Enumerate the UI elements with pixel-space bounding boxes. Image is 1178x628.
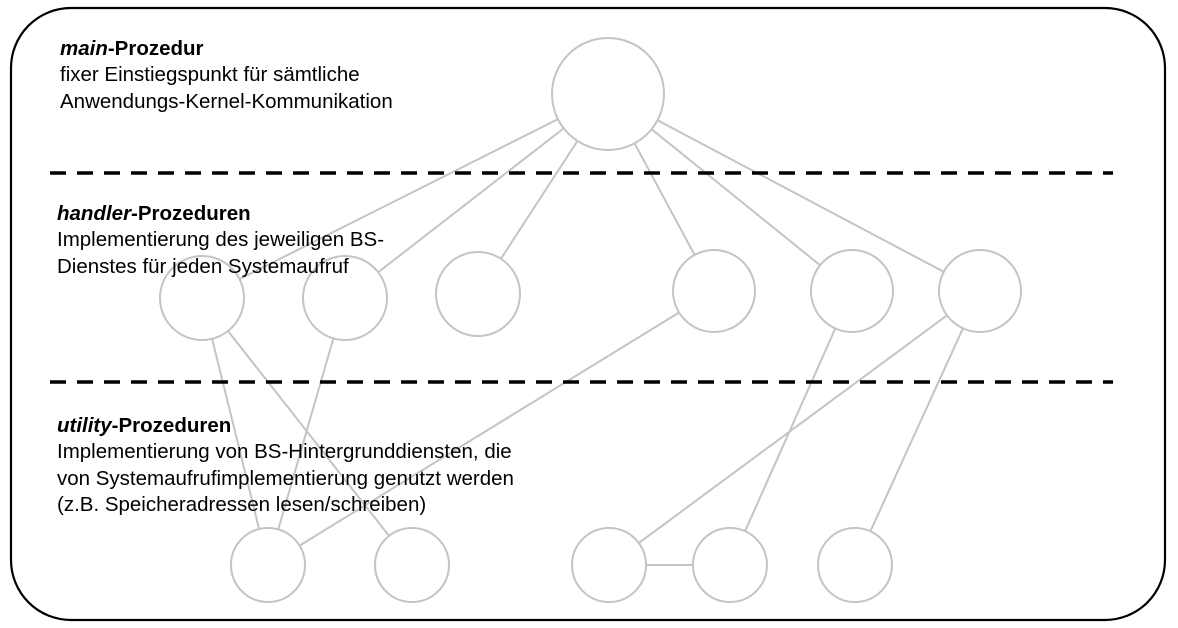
description-line: Implementierung des jeweiligen BS- bbox=[57, 228, 385, 251]
graph-node-main[interactable] bbox=[551, 37, 665, 151]
graph-node-utility[interactable] bbox=[571, 527, 647, 603]
graph-edge bbox=[638, 314, 948, 544]
graph-node-handler[interactable] bbox=[672, 249, 756, 333]
edge-group bbox=[211, 118, 964, 566]
graph-node-utility[interactable] bbox=[692, 527, 768, 603]
divider-group bbox=[50, 171, 1113, 384]
graph-edge bbox=[227, 330, 390, 537]
graph-edge bbox=[239, 118, 559, 281]
section-title-suffix-utility: -Prozeduren bbox=[111, 414, 232, 437]
graph-edge bbox=[211, 338, 261, 530]
graph-node-handler[interactable] bbox=[435, 251, 521, 337]
outer-rounded-border bbox=[9, 6, 1167, 622]
section-title-suffix-main: -Prozedur bbox=[107, 37, 204, 60]
outer-border-group bbox=[9, 6, 1167, 622]
description-line: (z.B. Speicheradressen lesen/schreiben) bbox=[57, 493, 427, 516]
section-title-handler: handler-Prozeduren bbox=[57, 201, 384, 227]
graph-edge bbox=[869, 327, 964, 532]
section-keyword-utility: utility bbox=[57, 414, 112, 437]
section-description-utility: Implementierung von BS-Hintergrunddienst… bbox=[57, 439, 514, 519]
section-title-utility: utility-Prozeduren bbox=[57, 413, 514, 439]
section-label-utility: utility-Prozeduren Implementierung von B… bbox=[57, 413, 514, 519]
graph-node-utility[interactable] bbox=[817, 527, 893, 603]
description-line: Anwendungs-Kernel-Kommunikation bbox=[60, 89, 393, 113]
graph-edge bbox=[633, 142, 696, 256]
graph-edge bbox=[500, 140, 579, 260]
section-keyword-handler: handler bbox=[57, 202, 132, 225]
graph-node-utility[interactable] bbox=[230, 527, 306, 603]
description-line: von Systemaufrufimplementierung genutzt … bbox=[57, 466, 514, 490]
graph-edge bbox=[377, 127, 565, 274]
section-keyword-main: main bbox=[60, 37, 108, 60]
graph-edge bbox=[657, 119, 945, 273]
graph-edge bbox=[744, 328, 837, 532]
graph-node-handler[interactable] bbox=[810, 249, 894, 333]
node-group bbox=[159, 37, 1022, 603]
section-label-handler: handler-Prozeduren Implementierung des j… bbox=[57, 201, 384, 280]
section-title-suffix-handler: -Prozeduren bbox=[131, 202, 251, 225]
description-line: fixer Einstiegspunkt für sämtliche bbox=[60, 63, 360, 86]
section-title-main: main-Prozedur bbox=[60, 36, 393, 62]
graph-node-handler[interactable] bbox=[302, 255, 388, 341]
graph-node-utility[interactable] bbox=[374, 527, 450, 603]
graph-edge bbox=[277, 338, 335, 530]
description-line: Dienstes für jeden Systemaufruf bbox=[57, 254, 349, 278]
section-description-handler: Implementierung des jeweiligen BS- Diens… bbox=[57, 227, 384, 280]
description-line: Implementierung von BS-Hintergrunddienst… bbox=[57, 440, 512, 463]
section-label-main: main-Prozedur fixer Einstiegspunkt für s… bbox=[60, 36, 393, 115]
section-description-main: fixer Einstiegspunkt für sämtliche Anwen… bbox=[60, 62, 393, 115]
graph-edge bbox=[650, 128, 821, 267]
graph-edge bbox=[299, 311, 680, 547]
graph-node-handler[interactable] bbox=[159, 255, 245, 341]
graph-node-handler[interactable] bbox=[938, 249, 1022, 333]
